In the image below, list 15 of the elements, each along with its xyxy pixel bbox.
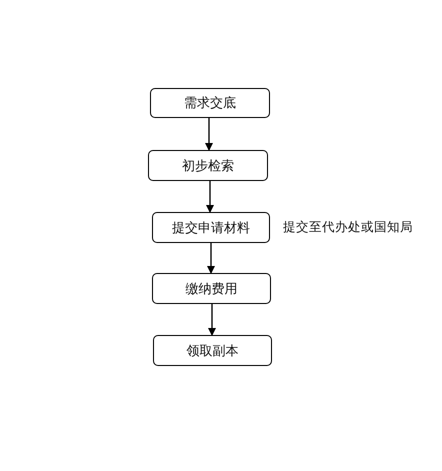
- process-box: [152, 273, 271, 304]
- step-label: 需求交底: [184, 95, 236, 112]
- arrow: [206, 181, 214, 213]
- arrow: [205, 118, 213, 151]
- arrow: [208, 304, 216, 336]
- process-box: [153, 335, 272, 366]
- process-box: [150, 88, 270, 118]
- step-label: 初步检索: [182, 158, 234, 174]
- process-box: [148, 150, 268, 181]
- arrow: [207, 243, 215, 274]
- step-label: 提交申请材料: [172, 220, 250, 236]
- step-label: 缴纳费用: [186, 280, 238, 298]
- process-box: [152, 212, 270, 243]
- step-label: 领取副本: [186, 342, 238, 360]
- side-note: 提交至代办处或国知局: [283, 218, 413, 236]
